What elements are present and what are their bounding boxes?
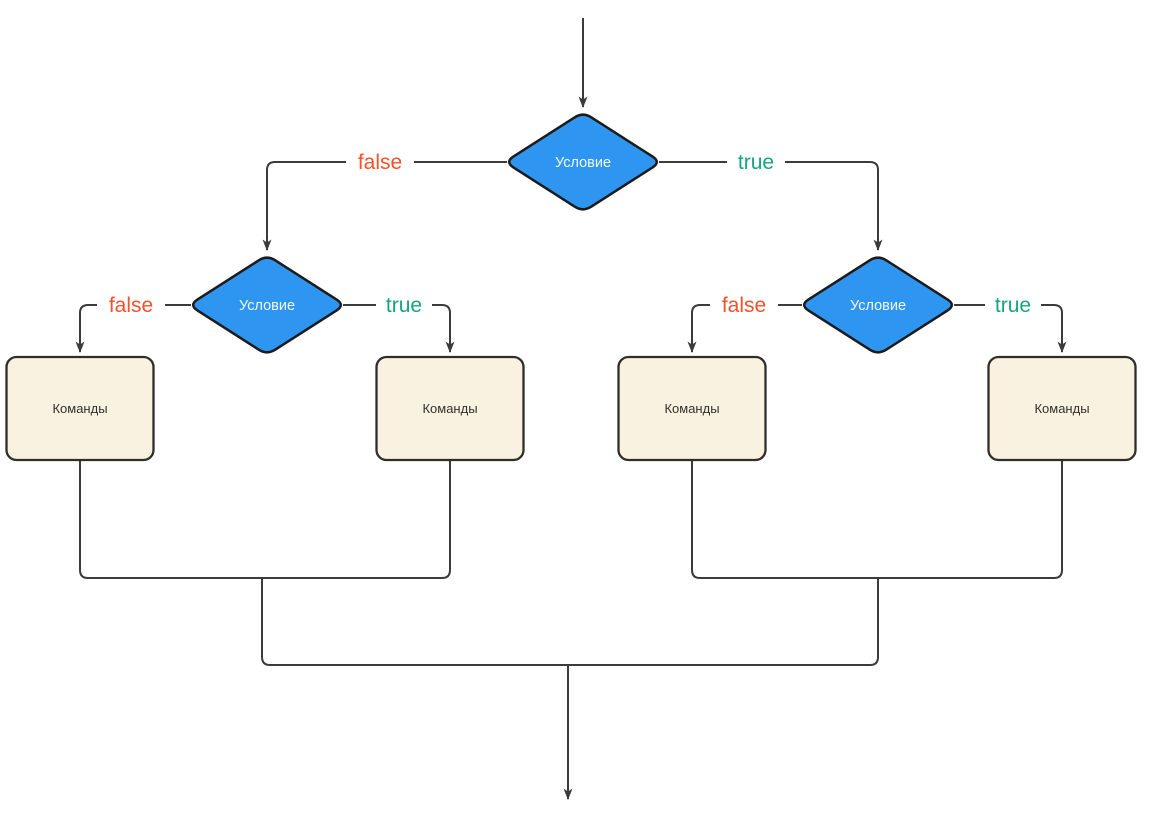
node-decision-top[interactable]: Условие	[507, 113, 659, 211]
process-label: Команды	[664, 401, 719, 416]
edge-label-true-top: true	[738, 151, 774, 174]
edge-labels: false true false true false true	[97, 147, 1041, 320]
process-rect[interactable]	[5, 355, 155, 462]
decision-label: Условие	[850, 298, 906, 314]
edge-label-bg	[710, 290, 778, 320]
edge-true-left	[343, 304, 455, 353]
decision-diamond[interactable]	[802, 256, 954, 354]
edge-label-bg	[346, 147, 414, 177]
process-rect[interactable]	[375, 355, 525, 462]
process-label: Команды	[422, 401, 477, 416]
edge-label-false-top: false	[358, 151, 402, 174]
node-decision-left[interactable]: Условие	[191, 256, 343, 354]
process-rect[interactable]	[987, 355, 1137, 462]
node-process-2[interactable]: Команды	[375, 355, 525, 462]
decision-label: Условие	[239, 298, 295, 314]
edge-label-bg	[985, 290, 1041, 320]
decision-label: Условие	[555, 155, 611, 171]
edge-label-bg	[376, 290, 432, 320]
edge-false-top	[262, 161, 507, 251]
edge-label-true-left: true	[386, 294, 422, 317]
edge-join-right	[568, 578, 879, 666]
decision-diamond[interactable]	[191, 256, 343, 354]
process-label: Команды	[1034, 401, 1089, 416]
decision-diamond[interactable]	[507, 113, 659, 211]
edge-true-top	[659, 161, 883, 251]
edge-merge-left	[79, 460, 451, 579]
edge-join-left	[261, 578, 568, 666]
edge-false-right	[687, 304, 802, 353]
node-decision-right[interactable]: Условие	[802, 256, 954, 354]
process-rect[interactable]	[617, 355, 767, 462]
process-label: Команды	[52, 401, 107, 416]
edge-label-bg	[97, 290, 165, 320]
edge-label-bg	[727, 147, 785, 177]
node-process-4[interactable]: Команды	[987, 355, 1137, 462]
edge-true-right	[954, 304, 1067, 353]
edge-label-true-right: true	[995, 294, 1031, 317]
edges	[75, 18, 1067, 800]
node-process-3[interactable]: Команды	[617, 355, 767, 462]
edge-merge-right	[691, 460, 1063, 579]
edge-label-false-right: false	[722, 294, 766, 317]
node-process-1[interactable]: Команды	[5, 355, 155, 462]
edge-false-left	[75, 304, 191, 353]
edge-label-false-left: false	[109, 294, 153, 317]
